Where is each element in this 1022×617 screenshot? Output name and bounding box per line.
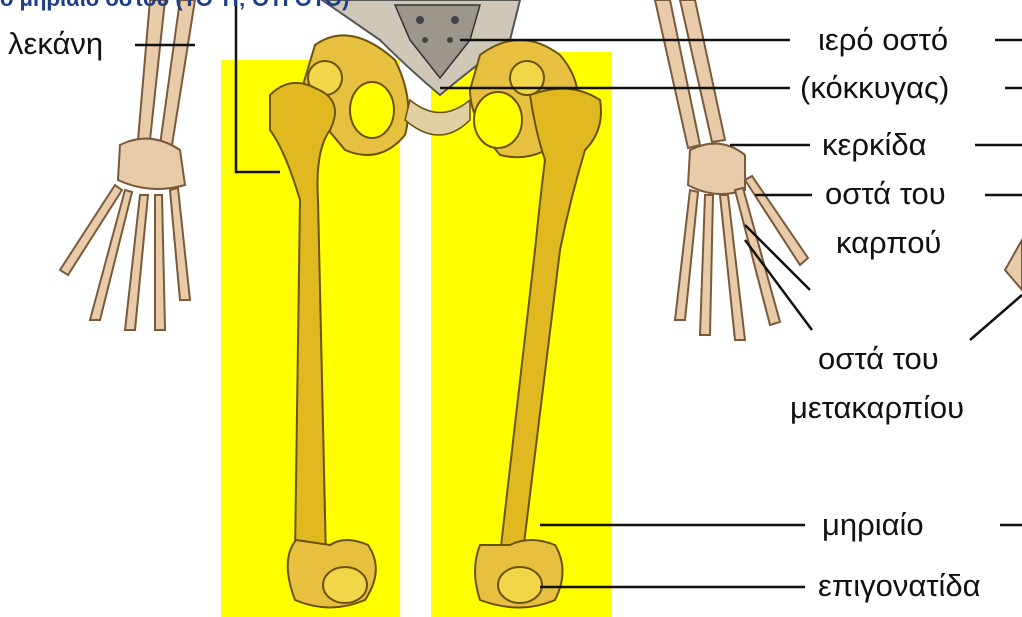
edge-bone-fragment bbox=[1005, 240, 1022, 290]
label-radius: κερκίδα bbox=[822, 129, 927, 160]
label-pelvis: λεκάνη bbox=[8, 28, 103, 59]
label-metacarpal-line1: οστά του bbox=[818, 343, 939, 374]
label-patella: επιγονατίδα bbox=[818, 570, 981, 601]
label-carpal-line1: οστά του bbox=[825, 178, 946, 209]
label-metacarpal-line2: μετακαρπίου bbox=[790, 392, 964, 423]
diagram-title: ο μηριαίο οστού (ΤΟ ΤΙ; ΟΤΙ ΟΤΟ) bbox=[0, 0, 349, 12]
label-sacrum: ιερό οστό bbox=[818, 24, 948, 55]
label-coccyx: (κόκκυγας) bbox=[800, 72, 949, 103]
label-femur: μηριαίο bbox=[822, 509, 924, 540]
right-arm-hand bbox=[655, 0, 808, 340]
label-carpal-line2: καρπού bbox=[836, 227, 941, 258]
